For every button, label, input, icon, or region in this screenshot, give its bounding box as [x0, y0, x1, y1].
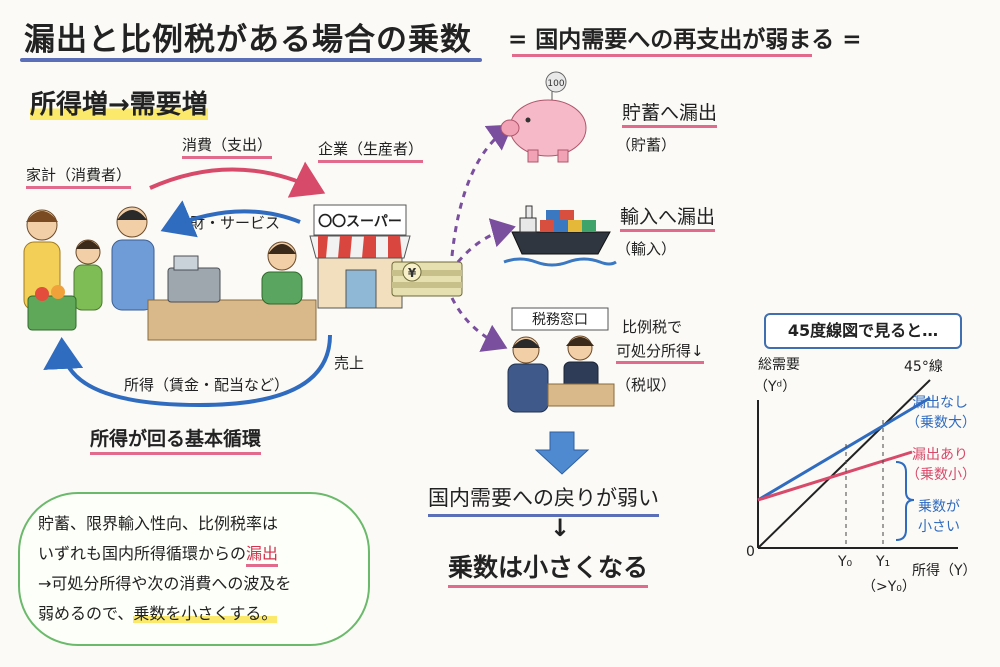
note-line2: いずれも国内所得循環からの漏出	[38, 540, 279, 567]
page-title: 漏出と比例税がある場合の乗数	[24, 22, 472, 58]
y1-label: Y₁	[876, 554, 891, 570]
y-axis-label-sub: （Yᵈ）	[754, 379, 797, 395]
sales-label: 売上	[334, 354, 365, 372]
conclusion-arrow: ↓	[550, 514, 571, 542]
consumption-label: 消費（支出）	[182, 134, 273, 159]
subtitle-underline	[512, 54, 812, 57]
x-axis-label: 所得（Y）	[912, 563, 977, 579]
piggy-coin-label: 100	[547, 79, 564, 89]
line-leak	[757, 450, 913, 502]
origin-label: 0	[746, 544, 755, 560]
line45-label: 45°線	[904, 359, 943, 375]
tax-office-sign: 税務窓口	[532, 311, 588, 328]
yen-symbol: ¥	[408, 266, 417, 280]
goods-label: 財・サービス	[190, 214, 281, 232]
income-label: 所得（賃金・配当など）	[124, 376, 290, 394]
cargo-ship-icon	[503, 205, 617, 267]
small-multiplier-label: 乗数が	[918, 499, 960, 515]
tax-sub: （税収）	[616, 376, 677, 394]
small-multiplier-sub: 小さい	[918, 519, 960, 535]
imports-title: 輸入へ漏出	[620, 202, 716, 232]
tax-line1: 比例税で	[622, 318, 683, 336]
consumption-arrow	[149, 161, 326, 198]
goods-arrow	[160, 200, 301, 238]
piggy-bank-icon	[500, 71, 587, 163]
savings-title-text: 貯蓄へ漏出	[622, 102, 718, 128]
cashier-icon	[261, 241, 303, 305]
down-arrow-icon	[534, 431, 590, 475]
tax-office-icon	[507, 307, 615, 413]
imports-sub: （輸入）	[616, 240, 677, 258]
tax-line2-text: 可処分所得↓	[616, 342, 704, 364]
conclusion-result: 乗数は小さくなる	[448, 548, 649, 588]
leak-label: 漏出あり	[912, 447, 968, 463]
note-leak-emphasis: 漏出	[246, 544, 279, 567]
savings-sub: （貯蓄）	[616, 136, 677, 154]
note-multiplier-emphasis: 乗数を小さくする。	[133, 604, 278, 623]
tax-line2: 可処分所得↓	[616, 340, 704, 364]
y0-label: Y₀	[838, 554, 853, 570]
note-line4-pre: 弱めるので、	[38, 604, 134, 623]
flow-heading: 所得増→需要増	[30, 84, 208, 121]
money-stack-icon	[391, 261, 463, 297]
line-no-leak	[757, 396, 931, 502]
note-line1: 貯蓄、限界輸入性向、比例税率は	[38, 514, 279, 533]
firm-label: 企業（生産者）	[318, 138, 424, 163]
title-underline	[20, 58, 482, 62]
note-line3: →可処分所得や次の消費への波及を	[38, 574, 292, 593]
brace-icon	[895, 461, 915, 541]
imports-title-text: 輸入へ漏出	[620, 206, 716, 232]
y-axis-label: 総需要	[758, 357, 800, 373]
line-45	[757, 379, 931, 549]
leak-arrow-tax	[450, 297, 508, 352]
no-leak-sub: （乗数大）	[906, 415, 976, 431]
store-sign: 〇〇スーパー	[318, 213, 402, 230]
note-line4: 弱めるので、乗数を小さくする。	[38, 600, 278, 624]
cycle-caption: 所得が回る基本循環	[90, 424, 262, 455]
page-subtitle: = 国内需要への再支出が弱まる =	[508, 27, 862, 53]
family-icon	[23, 206, 155, 331]
graph-title-box: 45度線図で見ると…	[764, 313, 962, 349]
note-line2-pre: いずれも国内所得循環からの	[38, 544, 247, 563]
household-label: 家計（消費者）	[26, 164, 132, 189]
leak-sub: （乗数小）	[906, 467, 976, 483]
no-leak-label: 漏出なし	[912, 395, 968, 411]
flow-heading-text: 所得増→需要増	[30, 90, 208, 120]
y1-note: （>Y₀）	[862, 579, 916, 595]
income-arrow	[43, 334, 332, 408]
weak-return-text: 国内需要への戻りが弱い	[428, 482, 659, 517]
savings-title: 貯蓄へ漏出	[622, 98, 718, 128]
store-icon	[309, 204, 411, 309]
